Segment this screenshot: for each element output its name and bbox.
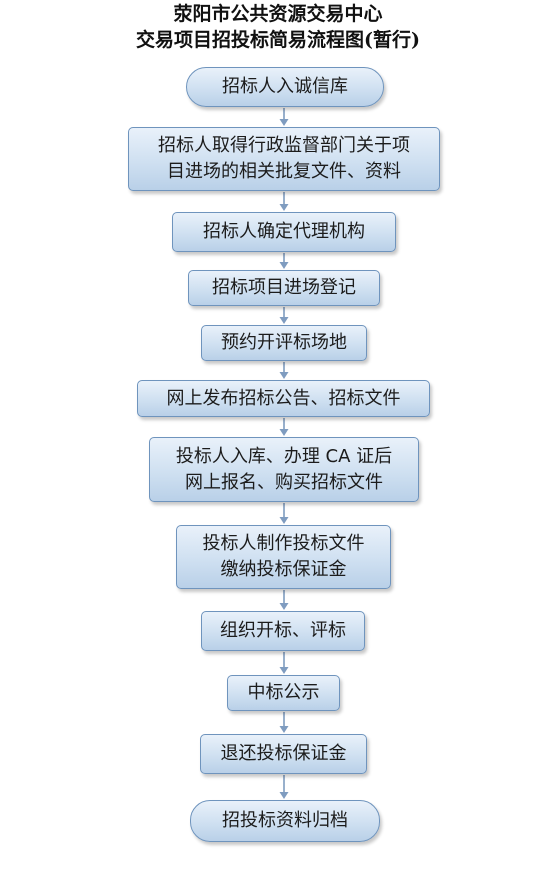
- step-text-line: 缴纳投标保证金: [220, 559, 347, 580]
- arrow-head: [279, 262, 289, 269]
- step-text-line: 中标公示: [247, 682, 320, 703]
- step-select-agency: 招标人确定代理机构: [172, 212, 396, 252]
- arrow-head: [279, 317, 289, 324]
- step-text-line: 投标人制作投标文件: [202, 533, 365, 554]
- step-book-venue: 预约开评标场地: [201, 325, 367, 361]
- step-project-registration: 招标项目进场登记: [188, 270, 380, 306]
- step-text-line: 组织开标、评标: [220, 620, 346, 641]
- arrow-head: [279, 372, 289, 379]
- step-text-line: 招标人确定代理机构: [203, 221, 365, 242]
- step-text-line: 预约开评标场地: [221, 332, 347, 353]
- arrow-head: [279, 204, 289, 211]
- step-obtain-approval: 招标人取得行政监督部门关于项 目进场的相关批复文件、资料: [128, 127, 440, 191]
- arrow-head: [279, 726, 289, 733]
- step-prepare-bid: 投标人制作投标文件 缴纳投标保证金: [176, 525, 391, 589]
- diagram-title-line2: 交易项目招投标简易流程图(暂行): [136, 29, 420, 51]
- arrow-head: [279, 429, 289, 436]
- step-text-line: 网上报名、购买招标文件: [185, 471, 383, 493]
- diagram-title-line1: 荥阳市公共资源交易中心: [173, 3, 383, 25]
- step-text-line: 投标人入库、办理 CA 证后: [175, 445, 393, 467]
- step-award-notice: 中标公示: [227, 675, 340, 711]
- step-text-line: 招标项目进场登记: [212, 277, 356, 298]
- step-text-line: 招标人取得行政监督部门关于项: [158, 135, 410, 156]
- step-text-line: 招标人入诚信库: [222, 76, 348, 97]
- step-open-evaluate: 组织开标、评标: [201, 611, 365, 651]
- step-text-line: 招投标资料归档: [222, 810, 348, 831]
- arrow-head: [279, 119, 289, 126]
- step-publish-announcement: 网上发布招标公告、招标文件: [137, 380, 430, 417]
- step-text-line: 退还投标保证金: [220, 743, 347, 764]
- step-text-line: 网上发布招标公告、招标文件: [166, 387, 401, 409]
- step-text-line: 目进场的相关批复文件、资料: [167, 161, 401, 182]
- arrow-head: [279, 792, 289, 799]
- arrow-head: [279, 603, 289, 610]
- arrow-head: [279, 667, 289, 674]
- arrow-head: [279, 517, 289, 524]
- step-archive-records: 招投标资料归档: [190, 800, 380, 842]
- step-refund-deposit: 退还投标保证金: [200, 734, 367, 774]
- step-bidder-register: 投标人入库、办理 CA 证后 网上报名、购买招标文件: [149, 437, 419, 502]
- step-join-credit-library: 招标人入诚信库: [186, 67, 384, 107]
